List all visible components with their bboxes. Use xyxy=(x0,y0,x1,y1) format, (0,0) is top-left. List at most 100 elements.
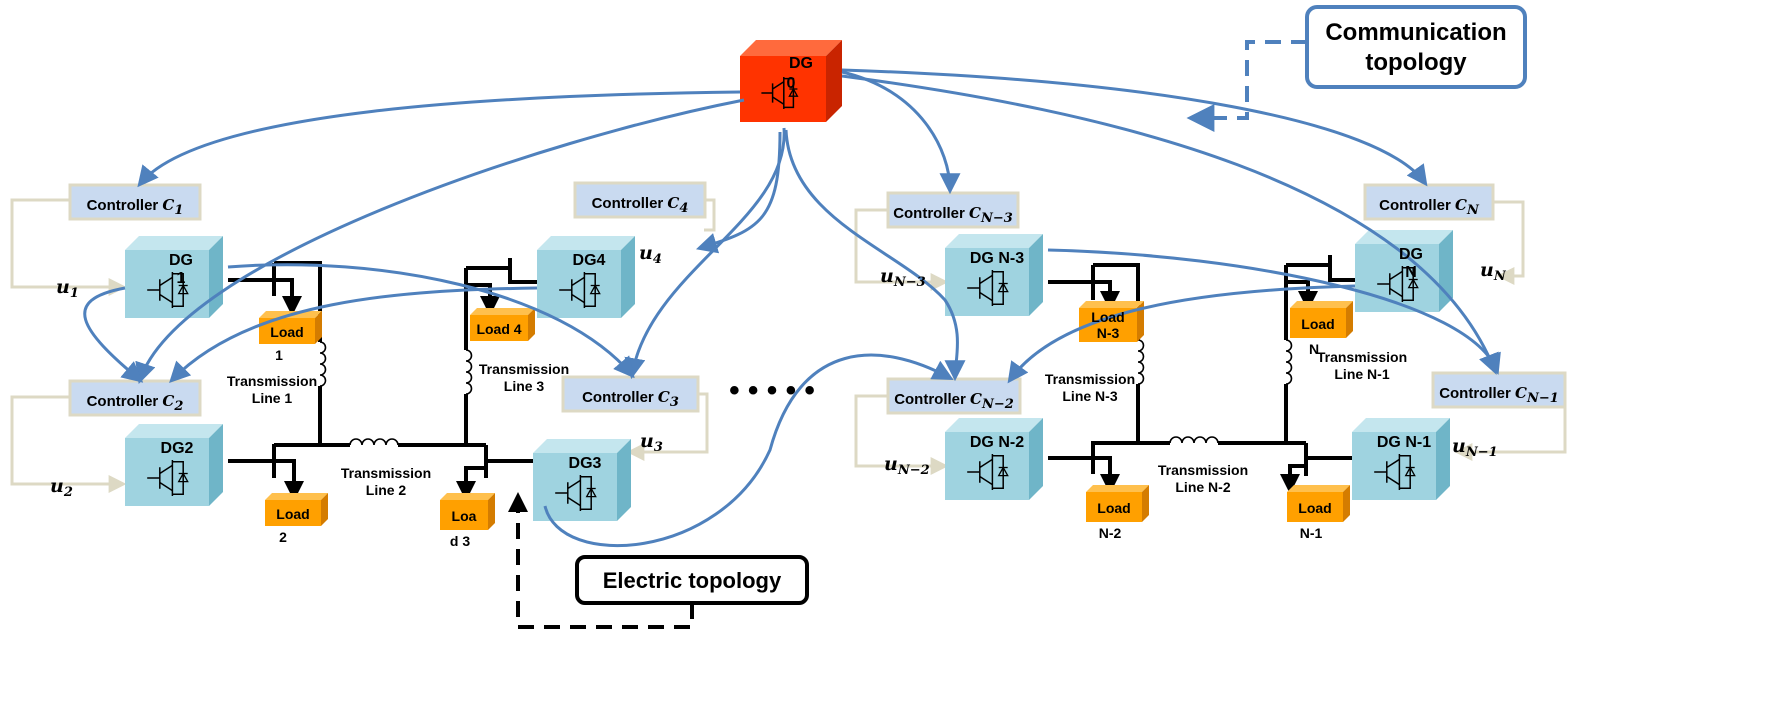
communication-topology-label: Communication xyxy=(1325,19,1506,46)
load-loadn[interactable] xyxy=(1290,301,1353,338)
feedback-loop-cn1 xyxy=(1454,390,1567,461)
load-load1[interactable] xyxy=(259,311,322,344)
load-sublabel: 1 xyxy=(275,347,283,363)
generator-dgn2[interactable] xyxy=(945,418,1043,500)
controller-cn2[interactable] xyxy=(886,377,1022,415)
controller-c3[interactable] xyxy=(561,375,700,413)
transmission-line-label: Transmission xyxy=(1158,462,1248,478)
feedback-loop-cn xyxy=(1493,200,1525,285)
electric-topology-label: Electric topology xyxy=(603,568,782,593)
transmission-line-label: Line N-2 xyxy=(1175,479,1230,495)
controller-label: Controller CN−2 xyxy=(894,390,1014,412)
load-load4[interactable] xyxy=(470,308,535,341)
inductor-lineN1 xyxy=(1285,339,1293,385)
input-u3: u3 xyxy=(640,430,663,455)
comm-dgn-cn2 xyxy=(1007,284,1356,384)
feedback-loop-c1 xyxy=(10,198,127,296)
inductor-line1 xyxy=(319,341,327,387)
load-sublabel: N-2 xyxy=(1099,525,1122,541)
transmission-line-label: Transmission xyxy=(1317,349,1407,365)
controller-label: Controller CN−1 xyxy=(1439,384,1559,406)
wire-load1-tap xyxy=(274,278,294,298)
generator-dg1[interactable] xyxy=(125,236,223,318)
load-label: Load xyxy=(1091,309,1124,325)
controller-label: Controller C2 xyxy=(87,392,184,414)
transmission-line-label: Line N-1 xyxy=(1334,366,1389,382)
load-sublabel: d 3 xyxy=(450,533,470,549)
controller-label: Controller C1 xyxy=(87,196,184,218)
communication-topology-pointer xyxy=(1186,40,1307,132)
wire-load2-tap xyxy=(274,459,296,480)
generator-dg2[interactable] xyxy=(125,424,223,506)
electric-topology-callout[interactable] xyxy=(575,555,809,605)
generator-label: DG xyxy=(1399,246,1423,263)
comm-dg1-c3 xyxy=(227,263,635,379)
controller-label: Controller C4 xyxy=(592,194,689,216)
load-sublabel: N xyxy=(1309,341,1319,357)
comm-dg0-dg4 xyxy=(695,131,782,254)
master-number: 0 xyxy=(787,75,796,92)
feedback-loop-cn2 xyxy=(854,394,949,475)
generator-dgn3[interactable] xyxy=(945,234,1043,316)
comm-dg4-c2 xyxy=(169,286,538,384)
transmission-line-label: Transmission xyxy=(479,361,569,377)
wire-dg4 xyxy=(466,266,537,284)
generator-label: DG N-3 xyxy=(970,250,1024,267)
input-un2: uN−2 xyxy=(884,453,930,478)
generator-dg4[interactable] xyxy=(537,236,635,318)
communication-topology-callout[interactable] xyxy=(1305,5,1527,89)
load-label: Load xyxy=(1097,500,1130,516)
inductor-line3 xyxy=(465,349,473,395)
comm-dg0-cn1 xyxy=(841,74,1499,375)
controller-label: Controller C3 xyxy=(582,388,679,410)
input-u2: u2 xyxy=(50,475,73,500)
generator-label: N xyxy=(1405,264,1417,281)
load-load3[interactable] xyxy=(440,493,495,530)
generator-label: DG N-1 xyxy=(1377,434,1431,451)
transmission-line-label: Transmission xyxy=(341,465,431,481)
inductor-line2 xyxy=(349,438,399,446)
generator-label: 1 xyxy=(177,270,186,287)
generator-label: DG4 xyxy=(573,252,606,269)
feedback-loops xyxy=(10,198,1567,493)
ellipsis: • • • • • xyxy=(729,374,815,407)
load-label: Load 4 xyxy=(476,321,521,337)
generator-dgn[interactable] xyxy=(1355,230,1453,312)
generator-label: DG3 xyxy=(569,455,602,472)
load-loadn2[interactable] xyxy=(1086,485,1149,522)
generator-dgn1[interactable] xyxy=(1352,418,1450,500)
master-label: DG xyxy=(789,55,813,72)
controller-cn[interactable] xyxy=(1363,183,1495,221)
transmission-line-label: Line N-3 xyxy=(1062,388,1117,404)
transmission-line-label: Line 1 xyxy=(252,390,293,406)
load-label: Loa xyxy=(452,508,477,524)
transmission-line-label: Line 2 xyxy=(366,482,407,498)
generator-dg3[interactable] xyxy=(533,439,631,521)
transmission-line-label: Line 3 xyxy=(504,378,545,394)
controller-label: Controller CN−3 xyxy=(893,204,1013,226)
nodes xyxy=(68,5,1567,605)
input-u4: u4 xyxy=(639,242,662,267)
wire-loadn2-tap xyxy=(1093,456,1112,478)
controller-label: Controller CN xyxy=(1379,196,1480,218)
transmission-line-label: Transmission xyxy=(1045,371,1135,387)
comm-dg0-cn xyxy=(841,68,1428,187)
comm-dg0-cn2 xyxy=(784,129,966,382)
wire-load3-tap xyxy=(464,466,486,480)
load-label: Load xyxy=(276,506,309,522)
controller-c4[interactable] xyxy=(573,181,707,219)
load-loadn1[interactable] xyxy=(1287,485,1350,522)
generator-label: DG xyxy=(169,252,193,269)
feedback-loop-c3 xyxy=(626,392,709,461)
load-sublabel: 2 xyxy=(279,529,287,545)
load-label: Load xyxy=(1298,500,1331,516)
controller-c1[interactable] xyxy=(68,183,202,221)
generator-label: DG2 xyxy=(161,440,194,457)
load-label: N-3 xyxy=(1097,325,1120,341)
input-un: uN xyxy=(1480,259,1507,284)
controller-cn3[interactable] xyxy=(886,191,1020,229)
master-generator-dg0[interactable] xyxy=(740,40,842,122)
load-load2[interactable] xyxy=(265,493,328,526)
communication-topology-label: topology xyxy=(1365,49,1467,76)
